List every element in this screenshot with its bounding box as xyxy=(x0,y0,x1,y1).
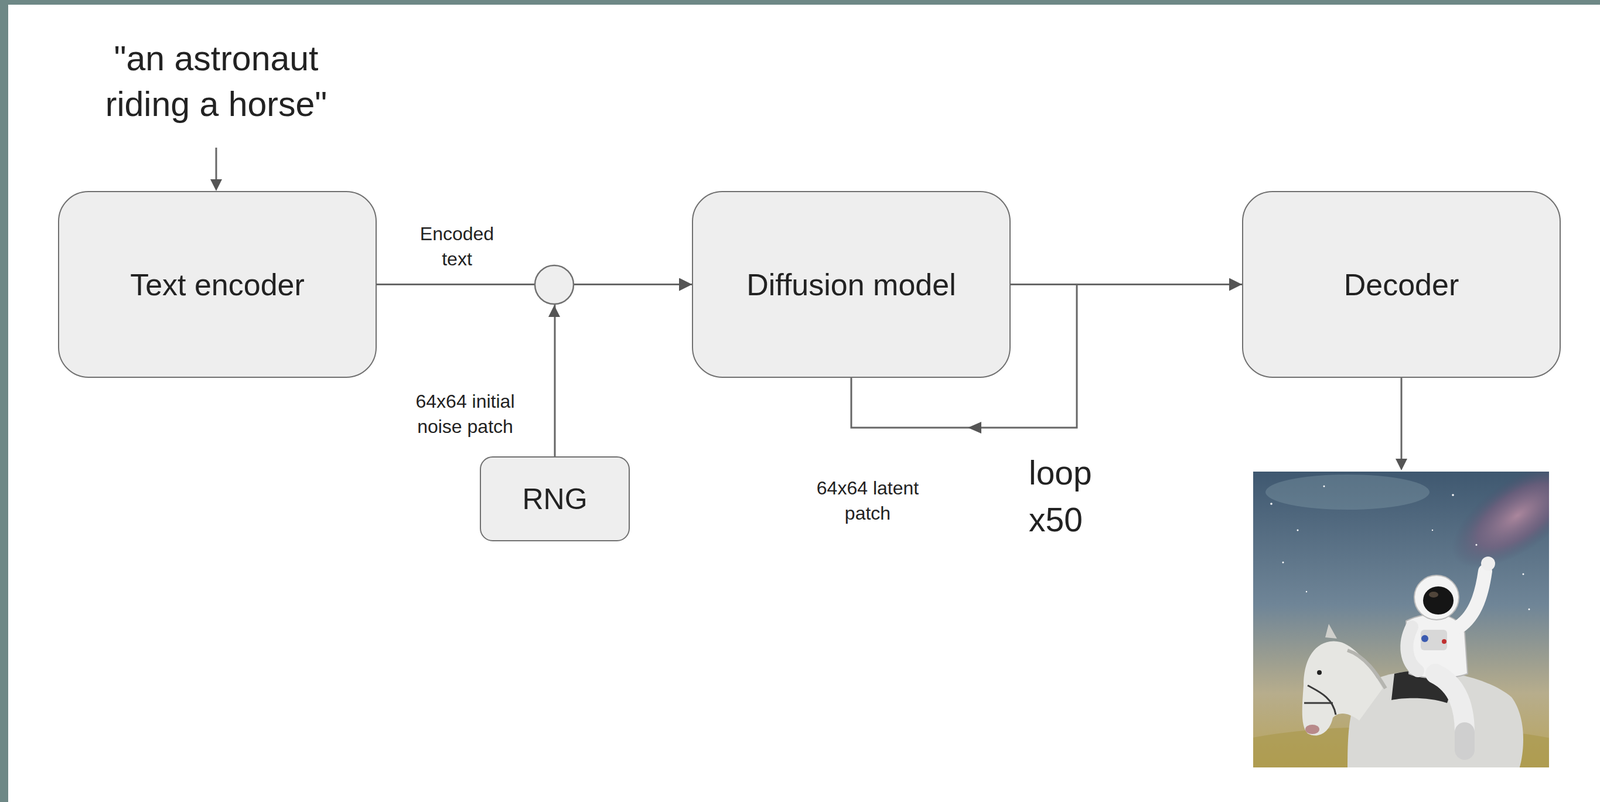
prompt-arrow xyxy=(210,147,223,191)
annotation: 64x64 latent patch xyxy=(800,475,936,527)
source-box: RNG xyxy=(479,456,630,542)
loop-note: loop x50 xyxy=(1028,449,1123,544)
prompt-text: "an astronaut riding a horse" xyxy=(81,36,351,128)
box-label: Diffusion model xyxy=(746,267,956,303)
edge-label: Encoded text xyxy=(407,221,507,272)
box-label: Decoder xyxy=(1343,267,1460,303)
process-box: Diffusion model xyxy=(691,190,1011,378)
output-arrow xyxy=(1395,377,1408,471)
frame-strip xyxy=(0,0,1600,5)
junction-circle xyxy=(534,265,574,317)
connector-arrow xyxy=(1010,283,1243,286)
process-box: Text encoder xyxy=(58,190,377,378)
edge-label: 64x64 initial noise patch xyxy=(400,389,530,440)
box-label: RNG xyxy=(522,482,588,517)
process-box: Decoder xyxy=(1242,190,1561,378)
generated-image xyxy=(1253,471,1550,768)
connector-arrow xyxy=(554,284,692,457)
frame-strip xyxy=(0,0,9,802)
loop-arrowhead xyxy=(967,421,982,434)
box-label: Text encoder xyxy=(130,267,305,303)
